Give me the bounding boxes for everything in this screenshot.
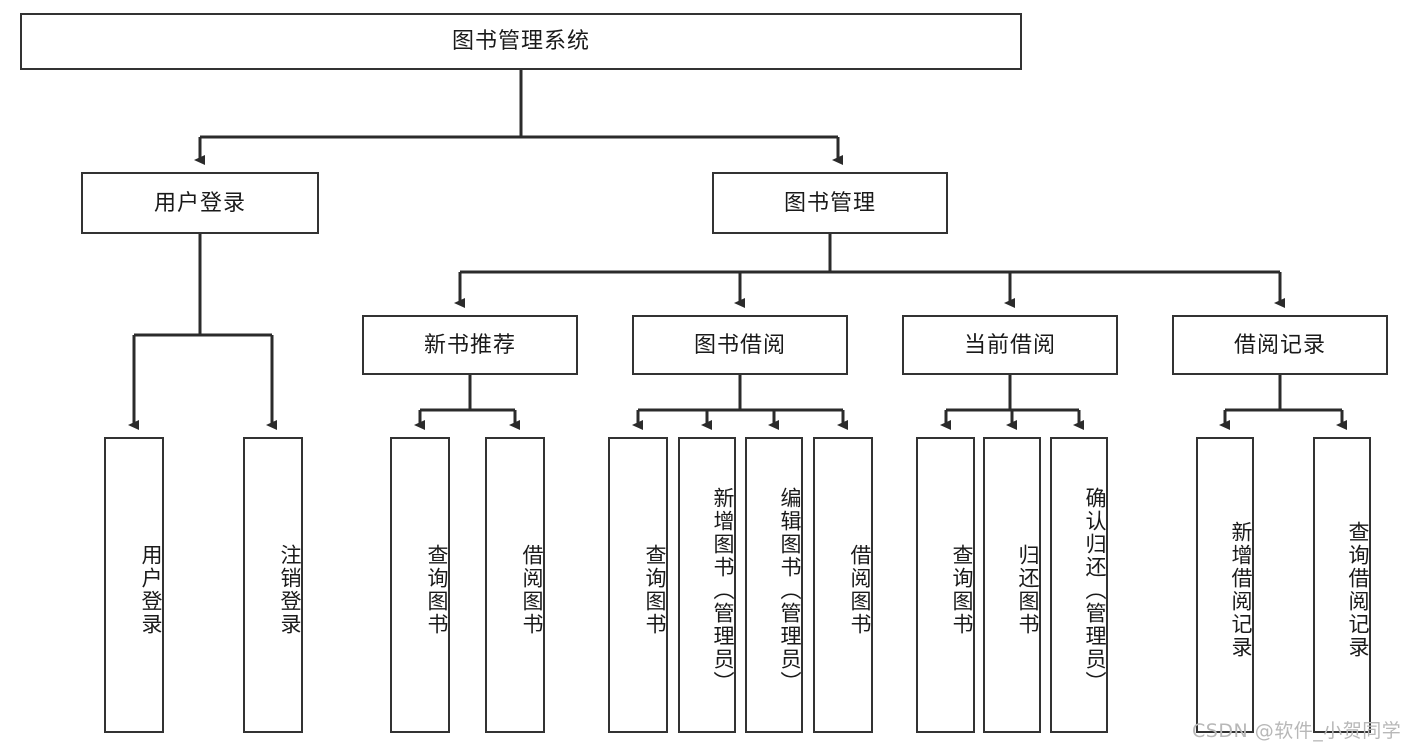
node-book-borrow-label: 图书借阅 <box>693 331 786 357</box>
node-leaf-borrow-book-1[interactable]: 借阅图书 <box>485 437 545 733</box>
node-user-login-label: 用户登录 <box>153 189 246 215</box>
node-leaf-logout[interactable]: 注销登录 <box>243 437 303 733</box>
node-leaf-borrow-book-2-label: 借阅图书 <box>848 544 871 636</box>
node-leaf-borrow-book-1-label: 借阅图书 <box>520 544 543 636</box>
node-leaf-add-book-label: 新增图书（管理员） <box>711 486 734 694</box>
node-leaf-confirm-return-label: 确认归还（管理员） <box>1083 486 1106 694</box>
node-leaf-return-book-label: 归还图书 <box>1016 544 1039 636</box>
node-leaf-add-record[interactable]: 新增借阅记录 <box>1196 437 1254 733</box>
node-current-borrow[interactable]: 当前借阅 <box>902 315 1118 375</box>
node-new-book-rec-label: 新书推荐 <box>423 331 516 357</box>
node-leaf-borrow-book-2[interactable]: 借阅图书 <box>813 437 873 733</box>
node-borrow-record[interactable]: 借阅记录 <box>1172 315 1388 375</box>
node-leaf-add-record-label: 新增借阅记录 <box>1229 521 1252 659</box>
node-leaf-query-book-3-label: 查询图书 <box>950 544 973 636</box>
node-borrow-record-label: 借阅记录 <box>1233 331 1326 357</box>
node-leaf-query-record[interactable]: 查询借阅记录 <box>1313 437 1371 733</box>
node-leaf-edit-book-label: 编辑图书（管理员） <box>778 486 801 694</box>
node-leaf-return-book[interactable]: 归还图书 <box>983 437 1041 733</box>
node-leaf-edit-book[interactable]: 编辑图书（管理员） <box>745 437 803 733</box>
node-leaf-query-book-1-label: 查询图书 <box>425 544 448 636</box>
node-leaf-user-login-label: 用户登录 <box>139 544 162 636</box>
node-root[interactable]: 图书管理系统 <box>20 13 1022 70</box>
node-leaf-add-book[interactable]: 新增图书（管理员） <box>678 437 736 733</box>
node-new-book-rec[interactable]: 新书推荐 <box>362 315 578 375</box>
node-book-manage[interactable]: 图书管理 <box>712 172 948 234</box>
node-leaf-query-book-1[interactable]: 查询图书 <box>390 437 450 733</box>
node-leaf-logout-label: 注销登录 <box>278 544 301 636</box>
node-user-login[interactable]: 用户登录 <box>81 172 319 234</box>
node-book-manage-label: 图书管理 <box>783 189 876 215</box>
node-leaf-query-record-label: 查询借阅记录 <box>1346 521 1369 659</box>
node-leaf-query-book-2-label: 查询图书 <box>643 544 666 636</box>
node-leaf-query-book-2[interactable]: 查询图书 <box>608 437 668 733</box>
node-leaf-query-book-3[interactable]: 查询图书 <box>916 437 975 733</box>
node-book-borrow[interactable]: 图书借阅 <box>632 315 848 375</box>
node-leaf-user-login[interactable]: 用户登录 <box>104 437 164 733</box>
node-current-borrow-label: 当前借阅 <box>963 331 1056 357</box>
node-leaf-confirm-return[interactable]: 确认归还（管理员） <box>1050 437 1108 733</box>
node-root-label: 图书管理系统 <box>451 28 590 54</box>
csdn-watermark: CSDN @软件_小贺同学 <box>1192 720 1402 742</box>
